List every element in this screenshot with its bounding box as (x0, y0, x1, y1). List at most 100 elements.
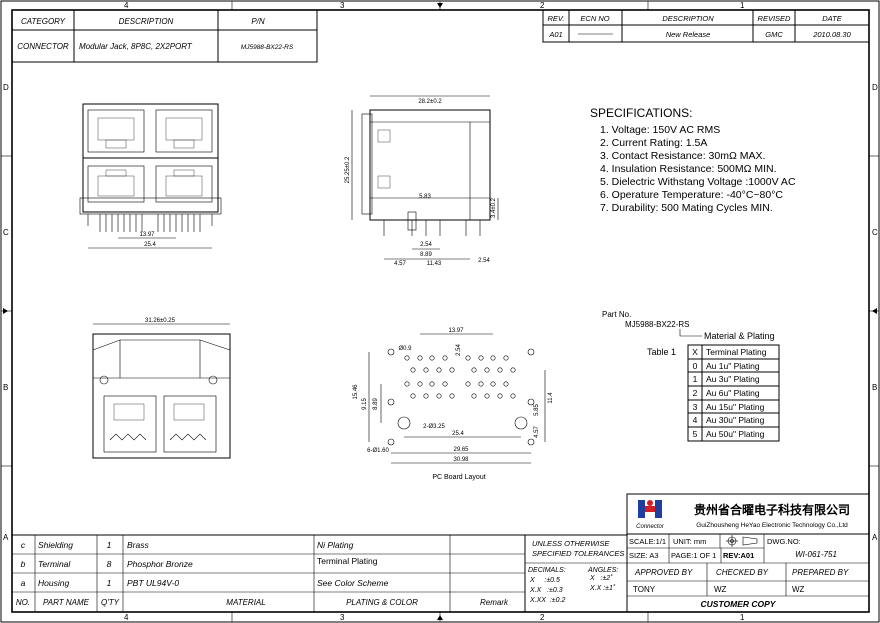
zone-col-label: 2 (540, 613, 545, 622)
spec-item: 1. Voltage: 150V AC RMS (600, 124, 720, 136)
bom-cell: a (21, 578, 26, 588)
angles-label: ANGLES: (587, 567, 618, 574)
zone-col-label: 4 (124, 1, 129, 10)
bom-cell: Ni Plating (317, 540, 354, 550)
dimension-label: 25.25±0.2 (345, 156, 351, 183)
dimension-label: 25.4 (144, 242, 156, 248)
bom-cell: b (21, 559, 26, 569)
rev-description-value: New Release (666, 30, 711, 39)
company-name-cn: 贵州省合曜电子科技有限公司 (694, 502, 850, 517)
dimension-label: 2.54 (478, 258, 490, 264)
table-cell: Au 50u" Plating (706, 429, 765, 439)
zone-col-label: 1 (740, 1, 745, 10)
bom-header: PART NAME (43, 598, 90, 607)
material-plating-label: Material & Plating (704, 331, 775, 341)
pn-value: MJ5988-BX22-RS (241, 44, 294, 51)
bottom-view: 31.26±0.25 (92, 318, 231, 459)
rev-header: REV. (548, 14, 565, 23)
bom-cell: Terminal (38, 559, 71, 569)
table-cell: Au 1u" Plating (706, 361, 760, 371)
table-cell: Au 15u" Plating (706, 402, 765, 412)
logo-text: Connector (636, 524, 665, 530)
tolerance-decimal: X :±0.5 (529, 577, 560, 584)
rev-value: A01 (548, 30, 562, 39)
date-value: 2010.08.30 (812, 30, 851, 39)
page-value: PAGE:1 OF 1 (671, 551, 716, 560)
dimension-label: 4.57 (394, 261, 406, 267)
table-cell: 5 (693, 429, 698, 439)
dimension-label: 11.43 (427, 261, 442, 267)
checked-value: WZ (714, 585, 727, 594)
dimension-label: 2.54 (420, 242, 432, 248)
revised-header: REVISED (758, 14, 792, 23)
bom-header: PLATING & COLOR (346, 598, 418, 607)
dimension-label: 13.97 (139, 232, 155, 238)
bom-header: MATERIAL (226, 598, 265, 607)
zone-row-label: D (872, 83, 878, 92)
zone-row-label: B (872, 383, 877, 392)
bom-cell: c (21, 540, 26, 550)
table-cell: 0 (693, 361, 698, 371)
spec-item: 2. Current Rating: 1.5A (600, 137, 707, 149)
scale-value: SCALE:1/1 (629, 537, 666, 546)
bom-table: c Shielding 1 Brass Ni Plating b Termina… (11, 534, 526, 613)
part-no-value: MJ5988-BX22-RS (625, 320, 689, 329)
bom-cell: PBT UL94V-0 (127, 578, 179, 588)
projection-symbol (726, 535, 758, 547)
dimension-label: 3.4±0.2 (491, 197, 497, 218)
dwg-no-value: WI-061-751 (795, 550, 837, 559)
zone-col-label: 3 (340, 1, 345, 10)
part-no-label: Part No. (602, 310, 631, 319)
bom-cell: Phosphor Bronze (127, 559, 193, 569)
table-cell: 4 (693, 415, 698, 425)
tolerance-angle: X.X :±1˚ (589, 584, 616, 592)
zone-col-label: 1 (740, 613, 745, 622)
revised-value: GMC (765, 30, 783, 39)
approved-value: TONY (633, 585, 656, 594)
rev-value-info: REV:A01 (723, 551, 754, 560)
bom-cell: Housing (38, 578, 69, 588)
bom-header: Q'TY (101, 598, 120, 607)
zone-row-label: D (3, 83, 9, 92)
category-header: CATEGORY (21, 17, 66, 26)
drawing-info: SCALE:1/1 UNIT: mm DWG.NO: SIZE: A3 PAGE… (626, 533, 870, 613)
date-header: DATE (822, 14, 842, 23)
zone-col-label: 2 (540, 1, 545, 10)
front-view: 13.97 25.4 (79, 103, 222, 249)
tolerance-title: SPECIFIED TOLERANCES (532, 549, 624, 558)
specifications-title: SPECIFICATIONS: (590, 106, 692, 120)
table-cell: Au 6u" Plating (706, 388, 760, 398)
dimension-label: 15.46 (353, 384, 359, 400)
dimension-label: 29.65 (453, 447, 469, 453)
revision-block: REV. ECN NO DESCRIPTION REVISED DATE A01… (542, 9, 870, 43)
side-view: 28.2±0.2 25.25±0.2 3.4±0.2 5.83 2.54 8.8… (345, 95, 499, 267)
table-cell: Au 30u" Plating (706, 415, 765, 425)
decimals-label: DECIMALS: (528, 567, 566, 574)
tolerance-decimal: X.X :±0.3 (529, 587, 563, 594)
spec-item: 5. Dielectric Withstang Voltage :1000V A… (600, 176, 796, 188)
table-col-x: X (692, 347, 698, 357)
dimension-label: 5.83 (419, 194, 431, 200)
bom-header: NO. (16, 598, 30, 607)
title-block: CATEGORY DESCRIPTION P/N CONNECTOR Modul… (11, 9, 318, 63)
company-block: Connector 贵州省合曜电子科技有限公司 GuiZhousheng HeY… (626, 493, 870, 535)
spec-item: 6. Operature Temperature: -40°C~80°C (600, 189, 783, 201)
bom-cell: 1 (107, 578, 112, 588)
prepared-label: PREPARED BY (792, 568, 849, 577)
bom-cell: Shielding (38, 540, 73, 550)
pcb-caption: PC Board Layout (432, 474, 485, 481)
pcb-layout: 13.97 2.54 Ø0.9 15.46 9.15 8.89 11.4 5.8… (353, 328, 554, 481)
dimension-label: 28.2±0.2 (418, 99, 442, 105)
dimension-label: 2.54 (456, 344, 462, 356)
spec-item: 7. Durability: 500 Mating Cycles MIN. (600, 202, 773, 214)
checked-label: CHECKED BY (716, 568, 769, 577)
table-cell: 2 (693, 388, 698, 398)
company-name-en: GuiZhousheng HeYao Electronic Technology… (696, 522, 848, 529)
dimension-label: Ø0.9 (398, 346, 412, 352)
customer-copy-label: CUSTOMER COPY (701, 599, 777, 609)
description-header: DESCRIPTION (119, 17, 174, 26)
tolerance-title: UNLESS OTHERWISE (532, 539, 610, 548)
table-cell: 3 (693, 402, 698, 412)
